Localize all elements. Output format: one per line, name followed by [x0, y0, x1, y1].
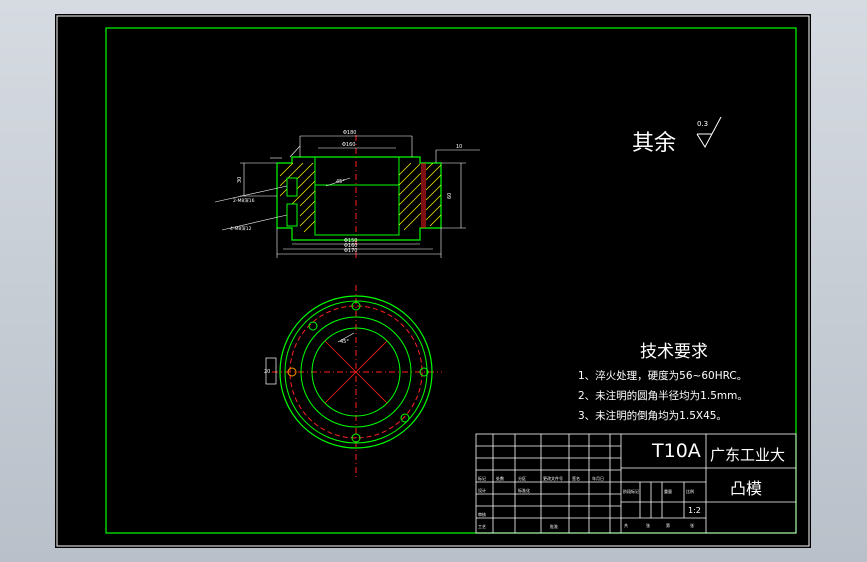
- tech-item-3: 3、未注明的倒角均为1.5X45。: [578, 409, 727, 422]
- plan-step-circle: [300, 316, 412, 428]
- col-label-mark: 标记: [478, 475, 486, 481]
- col-label-date: 年月日: [592, 475, 604, 481]
- ratio-label: 比例: [686, 488, 694, 494]
- plan-hole-br: [400, 413, 410, 423]
- dim-d-bottom-2: Φ160: [344, 243, 357, 249]
- school-label: 广东工业大: [710, 446, 785, 464]
- row-label-standard: 标准化: [518, 487, 530, 493]
- roughness-label: 其余: [632, 131, 676, 156]
- dim-angle-top: 45°: [336, 179, 345, 185]
- sheet-unit-label-2: 张: [690, 522, 694, 528]
- dim-height-left: 30: [237, 177, 243, 183]
- plan-hole-bottom: [351, 433, 361, 443]
- tech-title: 技术要求: [640, 342, 708, 362]
- dim-right: 10: [456, 144, 462, 150]
- plan-side-tab: [265, 357, 277, 385]
- col-label-change-doc: 更改文件号: [543, 475, 563, 481]
- tech-item-2: 2、未注明的圆角半径均为1.5mm。: [578, 389, 748, 402]
- row-label-approve: 批准: [550, 523, 558, 529]
- plan-bore-circle: [311, 327, 401, 417]
- section-view: Φ180 Φ160 Φ150 Φ160 Φ170 10 60 30 2-M8深1…: [214, 130, 480, 260]
- plan-view: 20 45°: [264, 285, 442, 480]
- col-label-sign: 签名: [572, 475, 580, 481]
- roughness-value: 0.3: [697, 120, 708, 128]
- note-hole-1: 2-M8深16: [233, 197, 255, 204]
- dim-height-right: 60: [447, 193, 453, 199]
- dim-d-top: Φ180: [343, 130, 356, 136]
- part-name-label: 凸模: [730, 479, 762, 498]
- tech-item-1: 1、淬火处理，硬度为56~60HRC。: [578, 369, 747, 382]
- plan-outer-circle: [279, 295, 433, 449]
- sheet-no-label: 第: [666, 522, 670, 528]
- sheet-border-inner: [105, 27, 797, 534]
- plan-diagonal-2: [324, 340, 388, 404]
- bore-outline: [314, 156, 400, 236]
- row-label-process: 工艺: [478, 524, 486, 529]
- dim-d-bottom-3: Φ170: [344, 248, 357, 254]
- plan-angle-leader: [337, 332, 355, 343]
- plan-bolt-circle: [289, 305, 423, 439]
- title-block-text: T10A 广东工业大 凸模 1:2 标记 处数 分区 更改文件号 签名 年月日 …: [478, 440, 785, 529]
- section-hole-left-2: [286, 203, 298, 227]
- section-outline: [276, 156, 442, 241]
- col-label-zone: 分区: [518, 475, 526, 481]
- hatch-right: [398, 162, 442, 231]
- section-hole-left: [286, 177, 298, 197]
- row-label-design: 设计: [478, 487, 486, 493]
- stage-label: 阶段标记: [623, 488, 639, 494]
- section-red-band: [421, 163, 426, 228]
- note-hole-2: 4-M8深12: [230, 225, 252, 232]
- plan-hole-tl: [308, 321, 318, 331]
- plan-outer-circle-2: [284, 300, 428, 444]
- sheet-border-outer: [56, 15, 810, 547]
- material-label: T10A: [651, 440, 701, 462]
- plan-side-dim: 20: [264, 369, 270, 375]
- section-dimensions: [214, 135, 480, 258]
- dim-d-bottom-1: Φ150: [344, 238, 357, 244]
- plan-hole-top: [351, 301, 361, 311]
- dim-d-inner-top: Φ160: [342, 142, 355, 148]
- sheet-total-label: 共: [624, 522, 628, 528]
- plan-hole-left: [287, 367, 297, 377]
- weight-label: 重量: [664, 488, 672, 494]
- col-label-count: 处数: [496, 475, 504, 481]
- tech-requirements: 技术要求 1、淬火处理，硬度为56~60HRC。 2、未注明的圆角半径均为1.5…: [578, 342, 748, 422]
- roughness-symbol: [696, 116, 722, 149]
- scale-label: 1:2: [688, 506, 701, 515]
- sheet-unit-label-1: 张: [646, 522, 650, 528]
- roughness-note: 其余 0.3: [632, 116, 722, 156]
- row-label-review: 审核: [478, 511, 486, 517]
- title-block: [475, 433, 797, 534]
- plan-hole-right: [419, 367, 429, 377]
- plan-angle-text: 45°: [340, 339, 349, 345]
- drawing-sheet: [55, 14, 811, 548]
